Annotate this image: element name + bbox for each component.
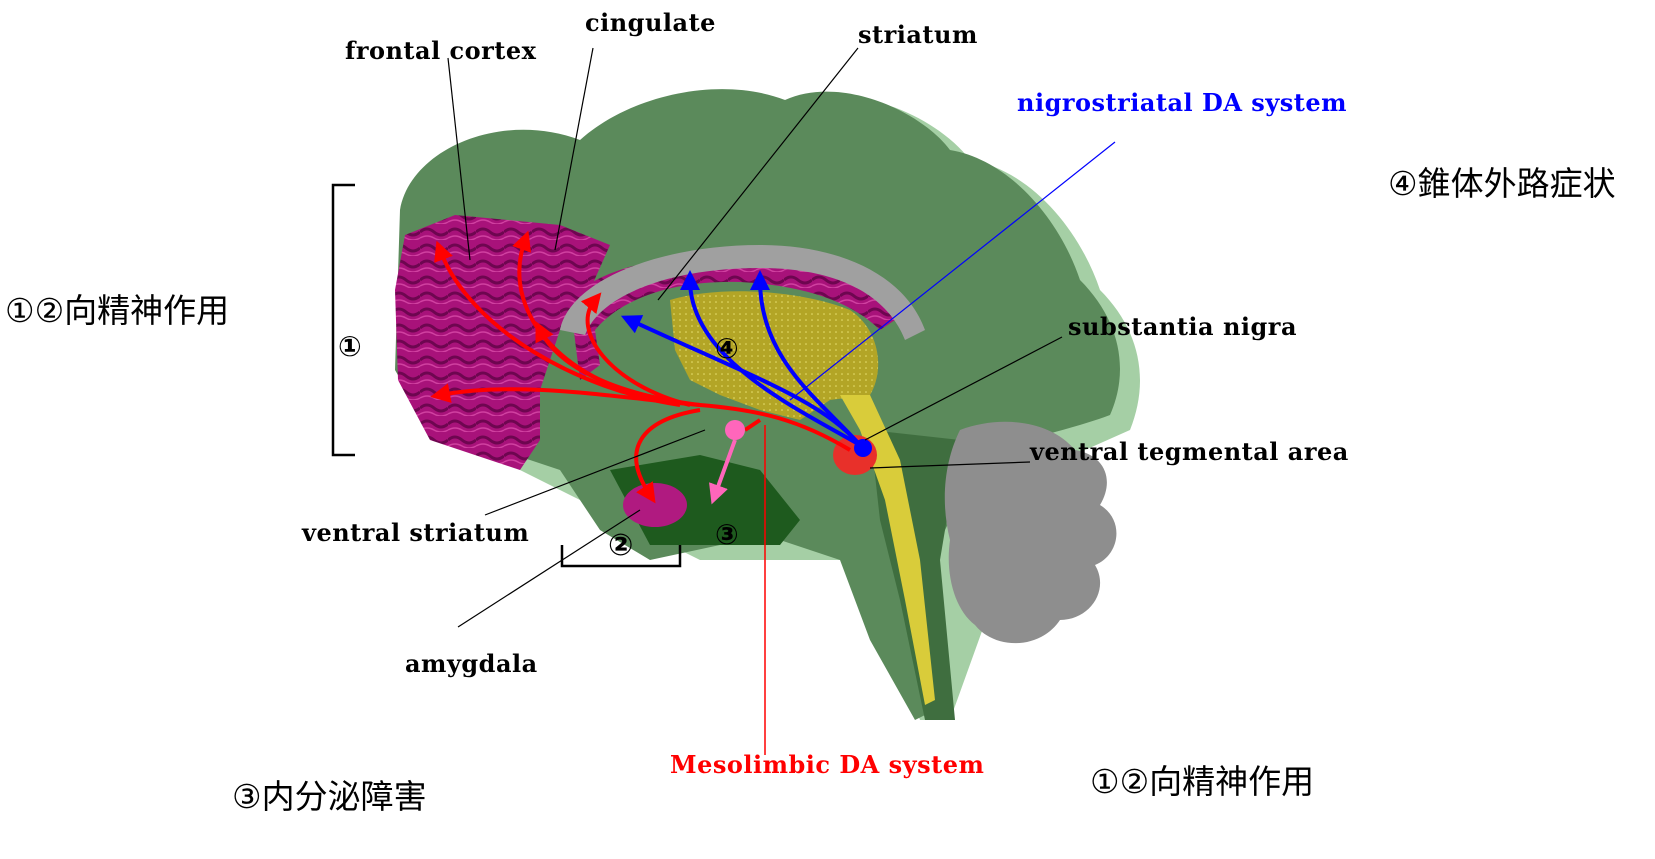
marker-3: ③ — [715, 518, 739, 551]
label-striatum: striatum — [858, 20, 978, 49]
label-ventral-tegmental-area: ventral tegmental area — [1030, 437, 1349, 466]
label-mesolimbic: Mesolimbic DA system — [670, 750, 984, 779]
amygdala-region — [623, 483, 687, 527]
label-nigrostriatal: nigrostriatal DA system — [1017, 88, 1347, 117]
label-ventral-striatum: ventral striatum — [302, 518, 529, 547]
label-substantia-nigra: substantia nigra — [1068, 312, 1297, 341]
label-amygdala: amygdala — [405, 649, 538, 678]
note-bottom-effect: ①②向精神作用 — [1090, 755, 1314, 803]
marker-2: ② — [608, 528, 633, 563]
note-extrapyramidal: ④錐体外路症状 — [1388, 157, 1616, 205]
substantia-nigra-dot — [854, 439, 872, 457]
bracket-1 — [333, 185, 355, 455]
marker-4: ④ — [715, 332, 739, 365]
label-cingulate: cingulate — [585, 8, 716, 37]
note-left-effect: ①②向精神作用 — [5, 284, 229, 332]
note-endocrine: ③内分泌障害 — [232, 770, 427, 818]
label-frontal-cortex: frontal cortex — [345, 36, 536, 65]
marker-1: ① — [338, 330, 362, 363]
